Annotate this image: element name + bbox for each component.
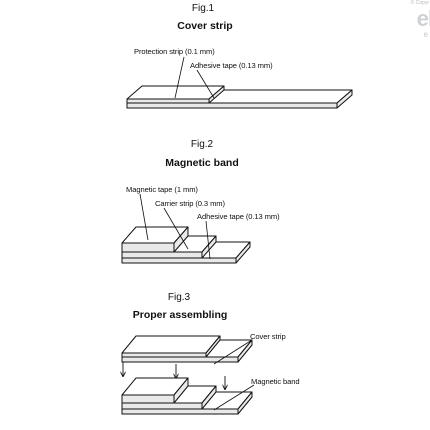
fig1-protection-strip-front — [126, 98, 210, 104]
fig2-title: Magnetic band — [165, 157, 239, 169]
fig1-label-adhesive-tape: Adhesive tape (0.13 mm) — [190, 61, 273, 70]
fig3-label-cover-strip: Cover strip — [250, 332, 286, 341]
fig2-carrier-strip-front — [121, 251, 203, 259]
watermark-logo: © Copyr el e — [394, 0, 430, 44]
fig2-magnetic-tape-front — [121, 242, 175, 253]
fig3-cover-adhesive-end — [237, 339, 253, 363]
fig2-adhesive-tape-end — [235, 241, 251, 264]
fig2-leader-adhesive — [205, 220, 211, 260]
fig3-cover-protection-front — [121, 352, 207, 358]
fig3-band-carrier-front — [121, 402, 203, 410]
fig1-adhesive-tape-front — [126, 102, 338, 109]
watermark-copyright: © Copyr — [410, 0, 429, 6]
fig3-cover-protection-end — [205, 335, 221, 358]
fig3-leader-band — [213, 384, 255, 411]
fig2-adhesive-tape-front — [121, 257, 237, 264]
fig1-label-protection-strip: Protection strip (0.1 mm) — [134, 47, 215, 56]
fig2-leader-carrier — [163, 207, 189, 250]
fig1-leader-protection — [174, 56, 185, 99]
watermark-mark: e — [423, 30, 428, 39]
fig1-number: Fig.1 — [191, 3, 215, 14]
fig3-cover-protection-top — [121, 335, 221, 354]
fig1-adhesive-tape-end — [336, 89, 353, 109]
fig3-leader-cover — [213, 339, 253, 365]
fig3-band-adhesive-end — [237, 391, 253, 415]
fig3-band-carrier-end — [201, 385, 217, 410]
fig3-number: Fig.3 — [167, 292, 191, 303]
fig3-band-magnetic-front — [121, 394, 175, 404]
fig2-label-carrier-strip: Carrier strip (0.3 mm) — [155, 199, 225, 208]
watermark-logo-text: el — [416, 6, 430, 31]
fig3-label-magnetic-band: Magnetic band — [251, 377, 300, 386]
fig2-number: Fig.2 — [190, 139, 214, 150]
fig2-magnetic-tape-end — [173, 226, 189, 253]
fig2-leader-magnetic — [139, 193, 149, 241]
fig1-protection-strip-end — [208, 85, 225, 104]
fig3-band-adhesive-front — [121, 408, 239, 415]
fig1-title: Cover strip — [177, 20, 233, 32]
fig2-label-magnetic-tape: Magnetic tape (1 mm) — [126, 185, 198, 194]
fig3-band-magnetic-end — [173, 377, 189, 404]
fig1-leader-adhesive — [196, 69, 215, 99]
fig2-label-adhesive-tape: Adhesive tape (0.13 mm) — [197, 212, 280, 221]
fig3-title: Proper assembling — [132, 309, 228, 321]
